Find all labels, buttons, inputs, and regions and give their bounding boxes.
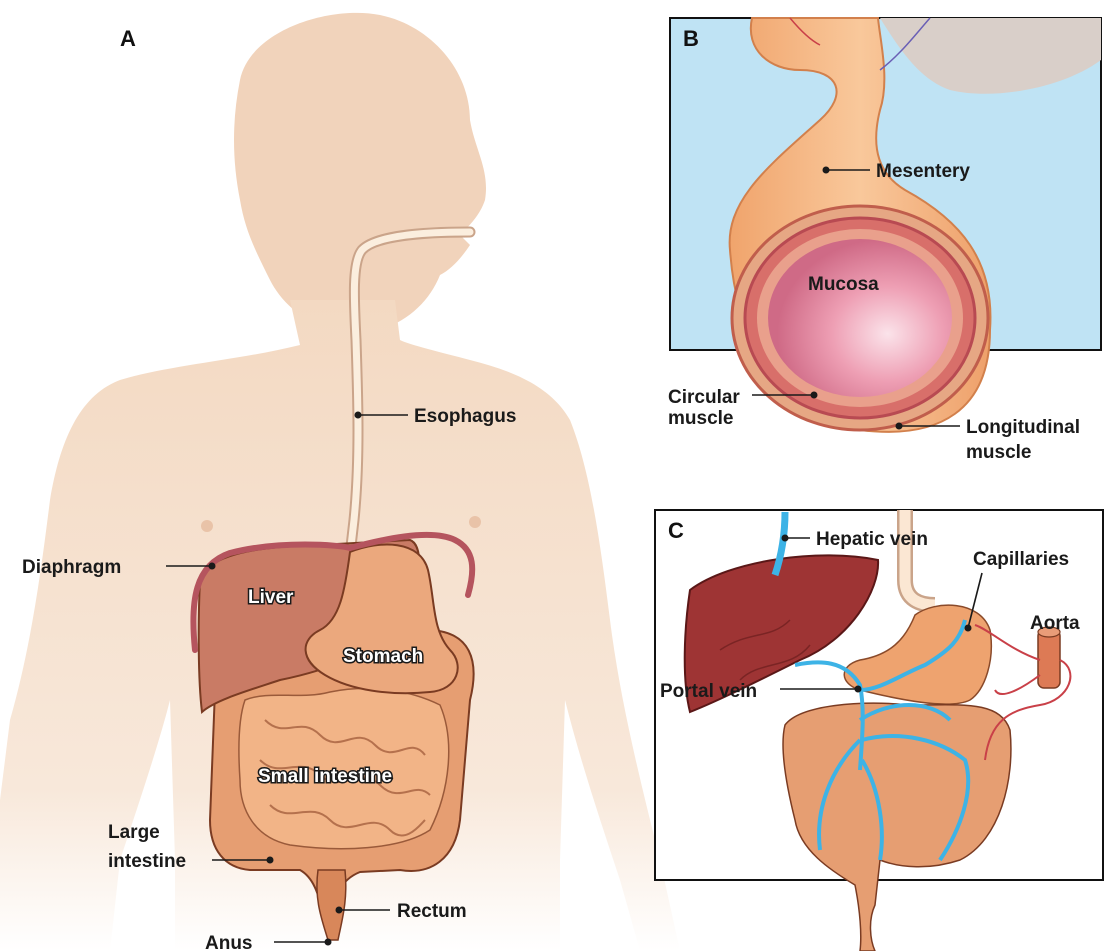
- label-stomach: Stomach: [343, 646, 423, 667]
- label-esophagus: Esophagus: [414, 406, 516, 427]
- label-large-intestine-2: intestine: [108, 851, 186, 872]
- aorta-c: [1038, 630, 1060, 688]
- panel-a-letter: A: [120, 26, 136, 51]
- label-mucosa: Mucosa: [808, 274, 879, 295]
- label-portal-vein: Portal vein: [660, 681, 757, 702]
- label-rectum: Rectum: [397, 901, 467, 922]
- label-mesentery: Mesentery: [876, 161, 970, 182]
- panel-c-letter: C: [668, 518, 684, 543]
- label-aorta: Aorta: [1030, 613, 1080, 634]
- label-small-intestine: Small intestine: [258, 766, 392, 787]
- label-longitudinal-2: muscle: [966, 442, 1031, 463]
- panel-b-letter: B: [683, 26, 699, 51]
- label-capillaries: Capillaries: [973, 549, 1069, 570]
- label-circular-2: muscle: [668, 408, 733, 429]
- panel-a: A Esophagus Diaphragm Liver Stomach Smal…: [0, 13, 680, 951]
- label-hepatic-vein: Hepatic vein: [816, 529, 928, 550]
- label-circular-1: Circular: [668, 387, 740, 408]
- intestines-c: [783, 703, 1011, 951]
- label-diaphragm: Diaphragm: [22, 557, 121, 578]
- panel-c: C Hepatic vein Capillaries Aorta Portal …: [655, 510, 1103, 951]
- label-anus: Anus: [205, 933, 253, 951]
- label-large-intestine-1: Large: [108, 822, 160, 843]
- mucosa: [768, 239, 952, 397]
- panel-b: B Mesentery Mucosa Circular muscle Longi…: [668, 18, 1101, 463]
- label-liver: Liver: [248, 587, 294, 608]
- label-longitudinal-1: Longitudinal: [966, 417, 1080, 438]
